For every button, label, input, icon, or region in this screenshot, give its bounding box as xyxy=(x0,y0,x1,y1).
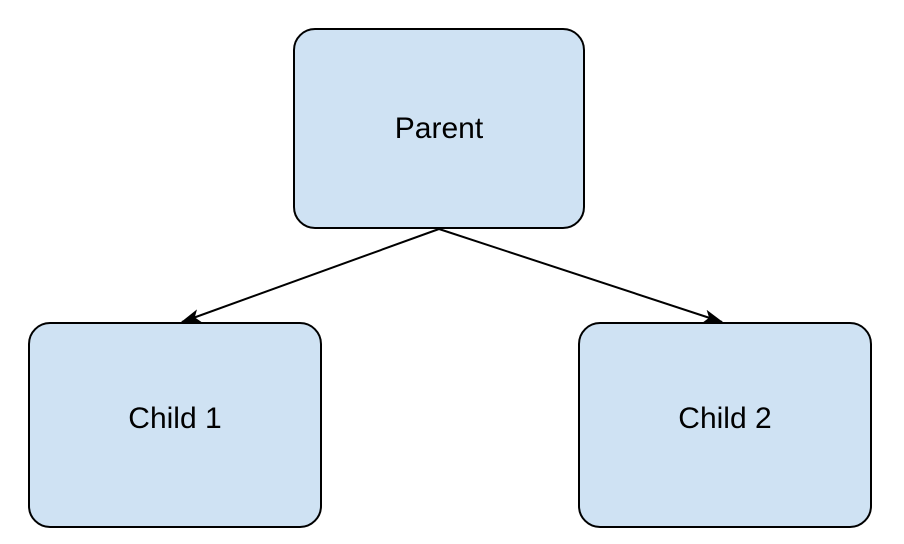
edge-parent-to-child-1 xyxy=(180,228,440,323)
edge-parent-to-child-2 xyxy=(438,228,724,323)
node-parent-label: Parent xyxy=(394,111,484,145)
node-parent[interactable]: Parent xyxy=(293,28,585,229)
node-child-1-label: Child 1 xyxy=(128,402,222,435)
node-child-2-label: Child 2 xyxy=(678,402,772,435)
node-child-2[interactable]: Child 2 xyxy=(578,322,872,528)
node-child-1[interactable]: Child 1 xyxy=(28,322,322,528)
